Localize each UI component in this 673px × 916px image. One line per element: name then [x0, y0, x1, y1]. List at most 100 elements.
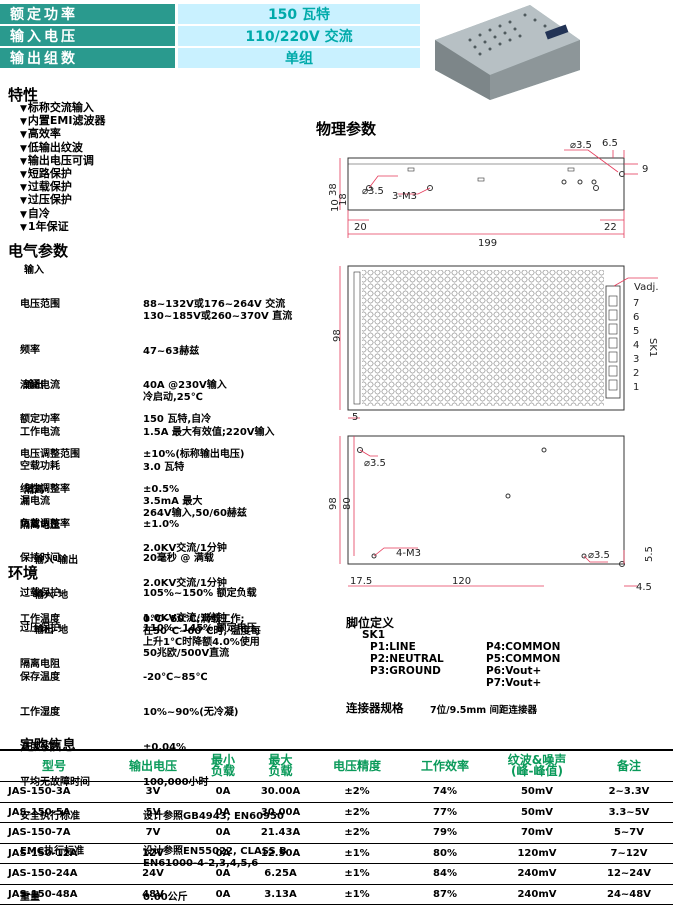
spec-value: 47~63赫兹 [143, 345, 200, 357]
output-values: 150 瓦特,自冷 ±10%(标称输出电压) ±0.5% ±1.0% 20毫秒 … [143, 391, 257, 646]
top-view: 38 10 18 ⌀3.5 6.5 9 ⌀3.5 3-M3 20 22 199 [328, 138, 648, 249]
spec-value: 0℃~50℃;满载工作; 在50℃~60℃时, 温度每 上升1℃时降额4.0%使… [143, 614, 261, 649]
pin-sk: SK1 [362, 629, 386, 641]
table-cell: JAS-150-24A [0, 863, 108, 885]
output-heading: 输出 [24, 380, 44, 391]
table-cell: ±2% [313, 802, 401, 823]
dim-label: 38 [328, 183, 339, 196]
isolation-labels: 隔离电压 输入-输出 输入-地 输出-地 隔离电阻 [20, 497, 78, 683]
table-cell: 21.43A [248, 822, 313, 844]
table-cell: 24V [108, 863, 198, 885]
table-cell: JAS-150-5A [0, 802, 108, 823]
feature-item: 输出电压可调 [20, 154, 105, 168]
dim-label: 98 [328, 497, 339, 510]
dim-label: 4-M3 [396, 548, 421, 559]
table-cell: 0A [198, 863, 248, 885]
spec-value: 50兆欧/500V直流 [143, 647, 230, 659]
spec-value: 10%~90%(无冷凝) [143, 706, 239, 718]
spec-label: 保持时间 [20, 553, 60, 565]
side-view: 98 Vadj. SK1 7 6 5 4 3 2 1 [332, 265, 659, 411]
table-cell: ±2% [313, 781, 401, 803]
pin-number: 1 [633, 382, 639, 393]
table-cell: ±1% [313, 843, 401, 864]
spec-label: 工作温度 [20, 614, 60, 626]
column-header: 纹波&噪声 (峰-峰值) [489, 749, 585, 782]
dim-label: 5.5 [644, 546, 655, 562]
column-header: 备注 [585, 749, 673, 782]
table-cell: 5~7V [585, 822, 673, 844]
dim-label: 17.5 [350, 576, 372, 587]
spec-label: 隔离电阻 [20, 659, 60, 671]
dim-label: ⌀3.5 [362, 186, 384, 197]
spec-value: ±0.04% [143, 741, 187, 753]
pin-item: P1:LINE [370, 641, 416, 653]
spec-value: 40A @230V输入 冷启动,25℃ [143, 380, 227, 403]
table-cell: 3.13A [248, 884, 313, 905]
spec-value: 20毫秒 @ 满载 [143, 553, 214, 565]
dim-label: 22 [604, 222, 617, 233]
dim-label: 98 [332, 329, 343, 342]
features-title: 特性 [8, 86, 39, 104]
dim-label: 20 [354, 222, 367, 233]
spec-value: 88~132V或176~264V 交流 130~185V或260~370V 直流 [143, 299, 293, 322]
spec-label: 频率 [20, 345, 40, 357]
spec-value: 150 瓦特,自冷 [143, 414, 212, 426]
pin-left-list: P1:LINE P2:NEUTRAL P3:GROUND [370, 641, 444, 677]
table-cell: 7V [108, 822, 198, 844]
table-cell: JAS-150-12A [0, 843, 108, 864]
spec-value: 1.0KV交流/1分钟 [143, 612, 227, 624]
header-label: 输入电压 [0, 25, 177, 48]
table-cell: 0A [198, 802, 248, 823]
spec-label: 过压保护 [20, 622, 60, 634]
table-cell: JAS-150-7A [0, 822, 108, 844]
header-value: 150 瓦特 [175, 4, 420, 26]
mechanical-drawing: 38 10 18 ⌀3.5 6.5 9 ⌀3.5 3-M3 20 22 199 … [328, 138, 659, 593]
dim-label: 6.5 [602, 138, 618, 149]
connector-label: 连接器规格 [346, 701, 404, 715]
pin-number: 4 [633, 340, 639, 351]
features-list: 标称交流输入 内置EMI滤波器 高效率 低输出纹波 输出电压可调 短路保护 过载… [20, 101, 106, 234]
header-label: 额定功率 [0, 4, 177, 26]
feature-item: 高效率 [20, 128, 105, 141]
column-header: 电压精度 [313, 749, 401, 782]
spec-value: 105%~150% 额定负载 [143, 588, 257, 600]
spec-label: 工作电流 [20, 426, 60, 438]
column-header: 最大 负载 [248, 749, 313, 782]
table-cell: 80% [401, 843, 489, 864]
table-cell: 240mV [489, 884, 585, 905]
environment-title: 环境 [8, 564, 39, 582]
table-cell: 7~12V [585, 843, 673, 864]
spec-label: 空载功耗 [20, 461, 60, 473]
input-labels: 电压范围 频率 浪涌电流 工作电流 空载功耗 漏电流 [20, 276, 60, 519]
dim-label: Vadj. [634, 282, 659, 293]
table-cell: JAS-150-48A [0, 884, 108, 905]
spec-label: 额定功率 [20, 414, 60, 426]
table-cell: 74% [401, 781, 489, 803]
table-cell: 12.50A [248, 843, 313, 864]
pin-item: P6:Vout+ [486, 665, 542, 677]
spec-label: 输入-输出 [20, 554, 79, 566]
pin-item: P2:NEUTRAL [370, 653, 444, 665]
connector-value: 7位/9.5mm 间距连接器 [430, 705, 538, 716]
spec-label: 输入-地 [20, 589, 69, 601]
table-cell: 79% [401, 822, 489, 844]
dim-label: 18 [338, 193, 349, 206]
column-header: 输出电压 [108, 749, 198, 782]
dim-label: 5 [352, 412, 358, 423]
dim-label: 199 [478, 238, 497, 249]
order-header-row: 型号 输出电压 最小 负载 最大 负载 电压精度 工作效率 纹波&噪声 (峰-峰… [0, 749, 673, 782]
order-table: 型号 输出电压 最小 负载 最大 负载 电压精度 工作效率 纹波&噪声 (峰-峰… [0, 749, 673, 905]
spec-value: 110%~145% 额定电压 [143, 622, 257, 634]
table-cell: 87% [401, 884, 489, 905]
spec-value: 3.0 瓦特 [143, 461, 185, 473]
pin-number: 6 [633, 312, 639, 323]
spec-value: ±1.0% [143, 518, 180, 530]
table-cell: 30.00A [248, 802, 313, 823]
feature-item: 自冷 [20, 207, 105, 221]
spec-value: ±0.5% [143, 483, 180, 495]
spec-label: 隔离电压 [20, 520, 60, 532]
